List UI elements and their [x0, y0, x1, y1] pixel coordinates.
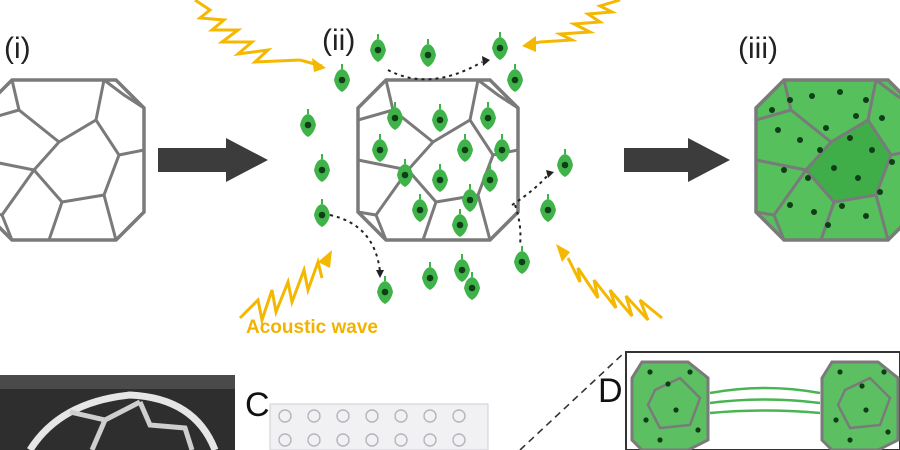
- step-label-i: (i): [4, 32, 31, 65]
- sem-image: [0, 375, 235, 450]
- populated-scaffold: [754, 78, 900, 242]
- acoustic-wave-label: Acoustic wave: [246, 317, 378, 338]
- path-arrowheads: [376, 56, 554, 278]
- acoustic-wave-bottom-right: [556, 244, 663, 322]
- acoustic-wave-top-left: [194, 0, 326, 72]
- cell-migration-paths: [329, 61, 549, 273]
- empty-scaffold: [0, 78, 146, 242]
- step-label-ii: (ii): [322, 24, 356, 57]
- panel-label-c: C: [245, 386, 270, 424]
- step-label-iii: (iii): [738, 32, 778, 65]
- process-arrow-1: [158, 138, 268, 182]
- populated-cell-nuclei: [769, 89, 895, 228]
- scaffold-array: [269, 403, 489, 450]
- acoustic-wave-bottom-left: [238, 250, 332, 326]
- panel-label-d: D: [598, 372, 623, 410]
- connected-scaffolds: [625, 351, 900, 450]
- process-arrow-2: [624, 138, 730, 182]
- acoustic-wave-top-right: [522, 0, 621, 52]
